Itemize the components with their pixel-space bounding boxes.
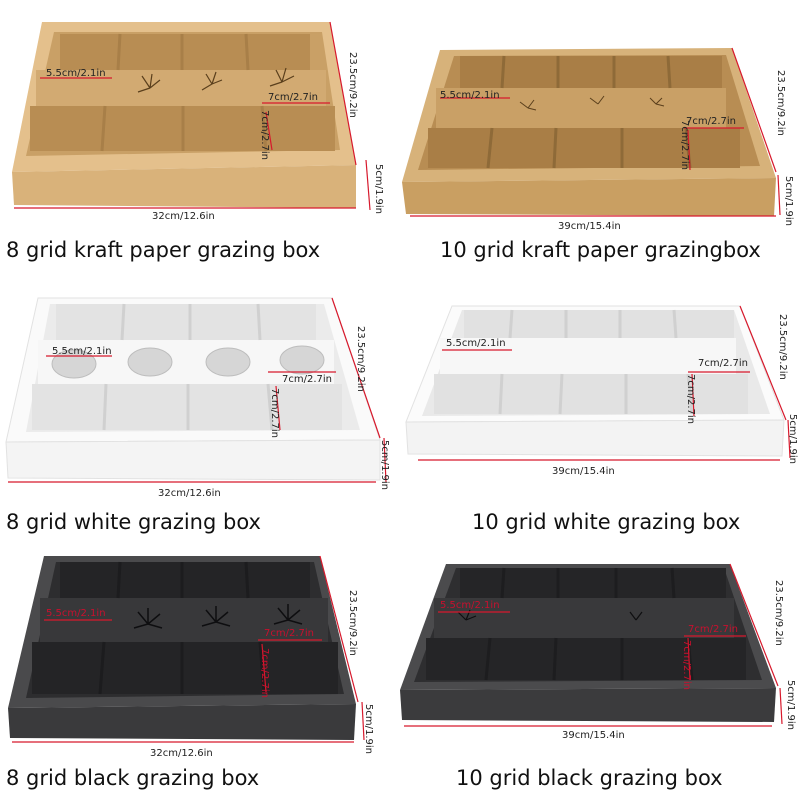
- dim-width: 23.5cm/9.2in: [777, 314, 788, 380]
- caption-8-grid-white: 8 grid white grazing box: [6, 510, 261, 534]
- dim-cell-depth: 7cm/2.7in: [264, 628, 314, 639]
- dim-height: 5cm/1.9in: [379, 440, 390, 490]
- dim-width: 23.5cm/9.2in: [355, 326, 366, 392]
- dim-cell-width: 5.5cm/2.1in: [440, 90, 500, 101]
- dim-height: 5cm/1.9in: [787, 414, 798, 464]
- dim-cell-height: 7cm/2.7in: [259, 110, 270, 160]
- dim-width: 23.5cm/9.2in: [775, 70, 786, 136]
- dim-height: 5cm/1.9in: [783, 176, 794, 226]
- caption-10-grid-black: 10 grid black grazing box: [456, 766, 723, 790]
- dim-height: 5cm/1.9in: [363, 704, 374, 754]
- caption-8-grid-kraft: 8 grid kraft paper grazing box: [6, 238, 321, 262]
- panel-8-grid-black: 32cm/12.6in 23.5cm/9.2in 5cm/1.9in 5.5cm…: [0, 540, 400, 800]
- dim-cell-width: 5.5cm/2.1in: [46, 608, 106, 619]
- caption-10-grid-kraft: 10 grid kraft paper grazingbox: [440, 238, 761, 262]
- dim-length: 32cm/12.6in: [150, 748, 213, 759]
- dim-length: 32cm/12.6in: [158, 488, 221, 499]
- dim-height: 5cm/1.9in: [785, 680, 796, 730]
- box-10-grid-kraft-image: [402, 47, 781, 217]
- dim-cell-height: 7cm/2.7in: [679, 120, 690, 170]
- dim-length: 39cm/15.4in: [562, 730, 625, 741]
- box-8-grid-black-image: [8, 555, 365, 743]
- dim-cell-width: 5.5cm/2.1in: [440, 600, 500, 611]
- panel-10-grid-white: 39cm/15.4in 23.5cm/9.2in 5cm/1.9in 5.5cm…: [400, 270, 800, 540]
- panel-8-grid-white: 32cm/12.6in 23.5cm/9.2in 5cm/1.9in 5.5cm…: [0, 270, 400, 540]
- dim-width: 23.5cm/9.2in: [347, 52, 358, 118]
- dim-cell-height: 7cm/2.7in: [259, 648, 270, 698]
- dim-cell-depth: 7cm/2.7in: [282, 374, 332, 385]
- dim-cell-height: 7cm/2.7in: [685, 374, 696, 424]
- dim-length: 39cm/15.4in: [552, 466, 615, 477]
- dim-width: 23.5cm/9.2in: [773, 580, 784, 646]
- box-10-grid-white-image: [405, 305, 791, 461]
- dim-cell-depth: 7cm/2.7in: [688, 624, 738, 635]
- dim-length: 32cm/12.6in: [152, 211, 215, 222]
- dim-height: 5cm/1.9in: [373, 164, 384, 214]
- dim-cell-width: 5.5cm/2.1in: [446, 338, 506, 349]
- panel-10-grid-black: 39cm/15.4in 23.5cm/9.2in 5cm/1.9in 5.5cm…: [400, 540, 800, 800]
- dim-cell-depth: 7cm/2.7in: [268, 92, 318, 103]
- caption-8-grid-black: 8 grid black grazing box: [6, 766, 260, 790]
- dim-cell-width: 5.5cm/2.1in: [52, 346, 112, 357]
- panel-8-grid-kraft: 32cm/12.6in 23.5cm/9.2in 5cm/1.9in 5.5cm…: [0, 0, 400, 270]
- box-8-grid-kraft-image: [12, 21, 371, 211]
- box-8-grid-white-image: [5, 297, 387, 483]
- dim-cell-depth: 7cm/2.7in: [686, 116, 736, 127]
- dim-length: 39cm/15.4in: [558, 221, 621, 232]
- dim-cell-width: 5.5cm/2.1in: [46, 68, 106, 79]
- panel-10-grid-kraft: 39cm/15.4in 23.5cm/9.2in 5cm/1.9in 5.5cm…: [400, 0, 800, 270]
- dim-cell-depth: 7cm/2.7in: [698, 358, 748, 369]
- box-10-grid-black-image: [400, 563, 783, 727]
- caption-10-grid-white: 10 grid white grazing box: [472, 510, 741, 534]
- dim-cell-height: 7cm/2.7in: [681, 640, 692, 690]
- dim-cell-height: 7cm/2.7in: [269, 388, 280, 438]
- dim-width: 23.5cm/9.2in: [347, 590, 358, 656]
